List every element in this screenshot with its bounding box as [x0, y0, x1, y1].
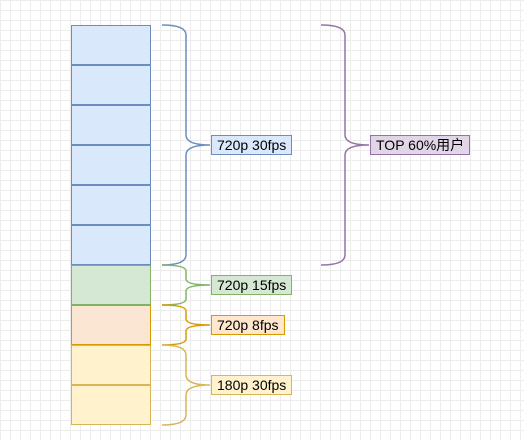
stack-cell-720p-30fps	[71, 225, 151, 265]
brace-720p-8fps	[161, 304, 211, 346]
stack-cell-720p-30fps	[71, 65, 151, 105]
stack-cell-720p-30fps	[71, 105, 151, 145]
stack-cell-180p-30fps	[71, 345, 151, 385]
stack-cell-180p-30fps	[71, 385, 151, 425]
brace-top-60	[320, 24, 370, 266]
stack-cell-720p-30fps	[71, 145, 151, 185]
label-720p-15fps: 720p 15fps	[211, 275, 293, 295]
label-720p-30fps: 720p 30fps	[211, 135, 293, 155]
label-top-60-users: TOP 60%用户	[370, 135, 471, 155]
stack-cell-720p-30fps	[71, 25, 151, 65]
stack-cell-720p-15fps	[71, 265, 151, 305]
brace-720p-15fps	[161, 264, 211, 306]
brace-180p-30fps	[161, 344, 211, 426]
stack-cell-720p-30fps	[71, 185, 151, 225]
stack-cell-720p-8fps	[71, 305, 151, 345]
label-180p-30fps: 180p 30fps	[211, 375, 293, 395]
brace-720p-30fps	[161, 24, 211, 266]
label-720p-8fps: 720p 8fps	[211, 315, 285, 335]
